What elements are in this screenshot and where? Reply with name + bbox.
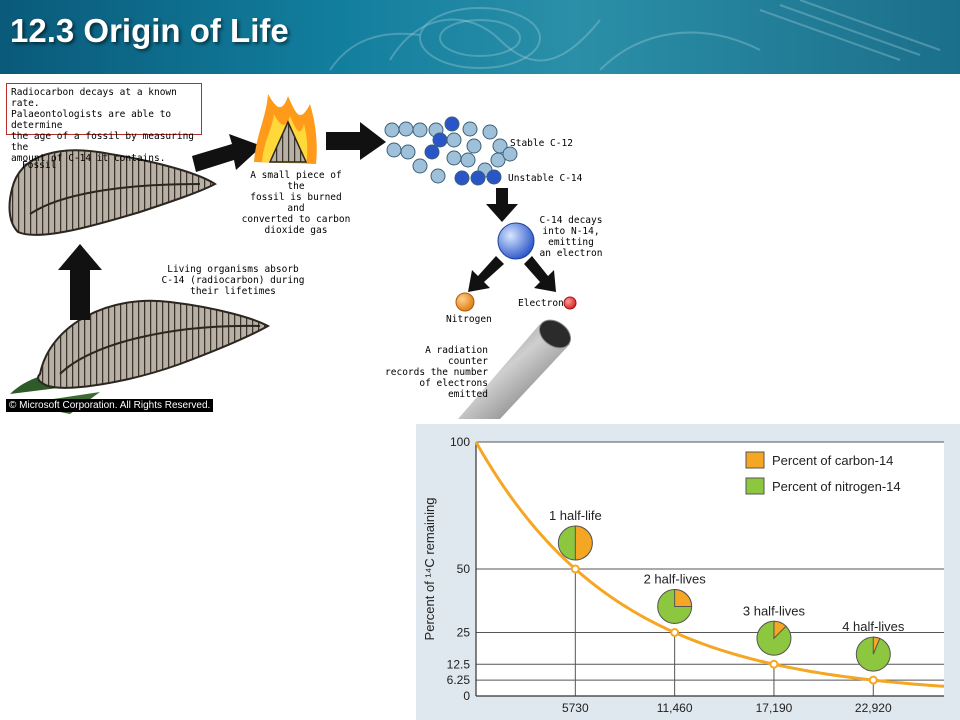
carbon-slice	[773, 620, 787, 640]
living-label: Living organisms absorb C-14 (radiocarbo…	[161, 264, 305, 297]
x-tick-label: 17,190	[756, 701, 793, 715]
half-life-pie: 4 half-lives	[842, 619, 905, 672]
y-tick-label: 6.25	[447, 673, 471, 687]
decaying-atom	[497, 222, 535, 260]
half-life-pie: 1 half-life	[549, 508, 602, 561]
half-life-label: 4 half-lives	[842, 619, 905, 634]
carbon-slice	[674, 588, 693, 607]
copyright-notice: © Microsoft Corporation. All Rights Rese…	[6, 399, 214, 412]
living-shell	[10, 299, 271, 414]
x-tick-label: 11,460	[657, 701, 693, 715]
electron-label: Electron	[518, 298, 564, 309]
slide-header: 12.3 Origin of Life	[0, 0, 960, 74]
unstable-c14-label: Unstable C-14	[508, 173, 583, 184]
legend-label: Percent of carbon-14	[772, 453, 893, 468]
burn-label: A small piece of the fossil is burned an…	[241, 170, 351, 236]
slide-title: 12.3 Origin of Life	[10, 12, 289, 49]
stable-c12-label: Stable C-12	[510, 138, 573, 149]
carbon-cluster	[384, 116, 518, 186]
electron-dot	[563, 296, 577, 310]
radiocarbon-diagram	[8, 94, 577, 419]
half-life-point	[670, 628, 680, 637]
fossil-label: Fossil	[22, 160, 57, 171]
legend-swatch	[745, 451, 765, 469]
half-life-point	[868, 675, 878, 685]
y-axis-label: Percent of ¹⁴C remaining	[422, 498, 437, 641]
x-tick-label: 22,920	[855, 701, 892, 715]
arrow-to-nitrogen	[468, 256, 504, 292]
half-life-label: 3 half-lives	[743, 603, 806, 618]
y-tick-label: 100	[450, 435, 470, 449]
counter-label: A radiation counter records the number o…	[385, 345, 488, 400]
arrow-up	[58, 244, 102, 320]
half-life-point	[570, 564, 580, 574]
header-fossil-texture	[329, 0, 941, 71]
legend-swatch	[745, 477, 765, 495]
half-life-chart-svg: 100 50 25 12.5 6.25 0 5730 11,460 17,190 22,920 1…	[422, 435, 945, 715]
legend-label: Percent of nitrogen-14	[772, 479, 901, 494]
decay-curve	[474, 441, 945, 688]
nitrogen-atom	[455, 292, 475, 312]
half-life-label: 2 half-lives	[644, 572, 707, 587]
arrow-right-1	[192, 134, 262, 172]
half-life-pie: 2 half-lives	[644, 572, 707, 624]
half-life-point	[769, 659, 779, 669]
carbon-slice	[872, 636, 881, 655]
info-box: Radiocarbon decays at a known rate. Pala…	[6, 83, 202, 164]
nitrogen-label: Nitrogen	[446, 314, 492, 325]
arrow-to-electron	[524, 256, 556, 292]
half-life-chart: 100 50 25 12.5 6.25 0 5730 11,460 17,190 22,920 1…	[416, 424, 960, 720]
decay-label: C-14 decays into N-14, emitting an elect…	[539, 215, 603, 259]
y-tick-label: 25	[457, 626, 471, 640]
y-tick-label: 50	[457, 562, 471, 576]
y-tick-label: 0	[463, 689, 470, 703]
half-life-pie: 3 half-lives	[743, 603, 806, 656]
carbon-slice	[574, 525, 593, 561]
half-life-label: 1 half-life	[549, 508, 602, 523]
x-tick-label: 5730	[562, 701, 589, 715]
arrow-right-2	[326, 122, 386, 160]
burning-fossil	[254, 94, 317, 164]
arrow-down	[486, 188, 518, 222]
radiation-counter	[458, 319, 572, 419]
fossil-shell	[8, 149, 217, 236]
y-tick-label: 12.5	[447, 657, 471, 671]
